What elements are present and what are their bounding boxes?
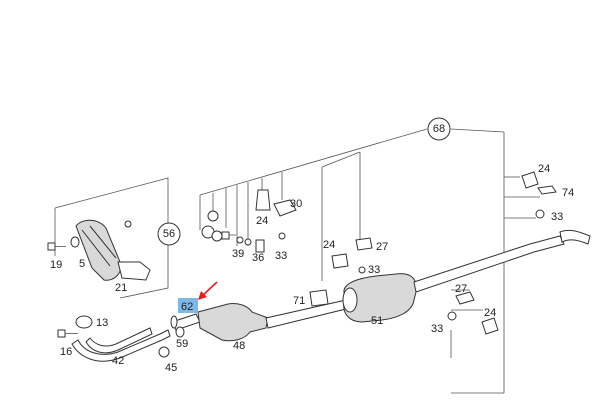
callout-33-c: 33 — [431, 323, 443, 335]
callout-13: 13 — [96, 317, 108, 329]
callout-27-a: 27 — [376, 241, 388, 253]
callout-39: 39 — [232, 248, 244, 260]
callout-24-b: 24 — [484, 307, 496, 319]
callout-16: 16 — [60, 346, 72, 358]
callout-5: 5 — [79, 258, 85, 270]
callout-27-b: 27 — [455, 283, 467, 295]
parts-right — [447, 171, 557, 335]
callout-62: 62 — [181, 301, 193, 313]
callout-30: 30 — [290, 198, 302, 210]
callout-48: 48 — [233, 340, 245, 352]
callout-68: 68 — [427, 117, 451, 141]
callout-42: 42 — [112, 355, 124, 367]
red-pointer-arrow-icon — [198, 281, 218, 300]
callout-33-mid: 33 — [275, 250, 287, 262]
callout-45: 45 — [165, 362, 177, 374]
callout-56: 56 — [157, 222, 181, 246]
callout-68-label: 68 — [433, 123, 445, 135]
callout-56-label: 56 — [163, 228, 175, 240]
callout-21: 21 — [115, 282, 127, 294]
callout-74: 74 — [562, 187, 574, 199]
callout-62-highlighted: 62 — [178, 298, 198, 313]
callout-19: 19 — [50, 259, 62, 271]
parts-left — [47, 219, 185, 358]
highlight-box — [178, 298, 198, 313]
callout-24-a: 24 — [323, 239, 335, 251]
callout-24-top: 24 — [538, 163, 550, 175]
callout-51: 51 — [371, 315, 383, 327]
callout-71: 71 — [293, 295, 305, 307]
callout-59: 59 — [176, 338, 188, 350]
parts-mid — [201, 189, 373, 307]
callout-36: 36 — [252, 252, 264, 264]
exhaust-pipe-run — [71, 229, 591, 362]
callout-33-b: 33 — [368, 264, 380, 276]
callout-33-right: 33 — [551, 211, 563, 223]
callout-24-mid: 24 — [256, 215, 268, 227]
